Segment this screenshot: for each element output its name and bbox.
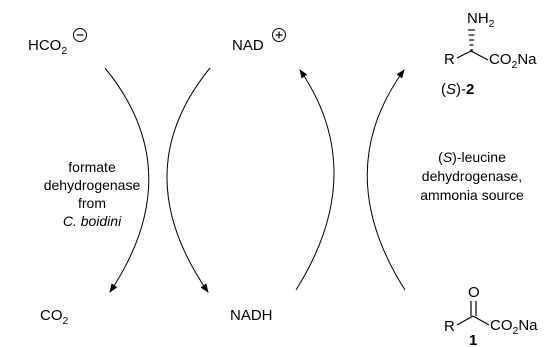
substrate-r-group: R <box>444 318 455 335</box>
nad-charge-icon <box>272 28 286 42</box>
svg-text:ammonia source: ammonia source <box>420 187 524 203</box>
right-cycle: (S)-leucine dehydrogenase, ammonia sourc… <box>295 69 524 291</box>
formate-dehydrogenase-label: formate dehydrogenase from C. boidini <box>44 159 141 229</box>
co2-label: CO2 <box>40 307 69 327</box>
formate-to-co2-arrow <box>104 67 150 293</box>
nad-label: NAD <box>232 37 264 54</box>
ketone-oxygen-label: O <box>468 284 480 301</box>
product-r-group: R <box>444 51 455 68</box>
product-structure: NH2 R CO2Na (S)-2 <box>441 10 537 98</box>
svg-text:dehydrogenase: dehydrogenase <box>44 177 141 193</box>
substrate-compound-number: 1 <box>469 332 477 347</box>
product-r-bond <box>456 50 472 59</box>
svg-text:formate: formate <box>68 159 116 175</box>
leucine-dehydrogenase-label: (S)-leucine dehydrogenase, ammonia sourc… <box>420 149 524 203</box>
product-compound-label: (S)-2 <box>441 81 474 98</box>
cofactor-labels: NAD NADH <box>230 28 286 324</box>
substrate-carboxylate-bond <box>472 315 490 326</box>
product-carboxylate-label: CO2Na <box>489 51 537 71</box>
left-cycle: HCO2 formate dehydrogenase from C. boidi… <box>28 28 211 327</box>
formate-charge-icon <box>73 28 87 42</box>
substrate-r-bond <box>456 315 474 326</box>
ketoacid-to-aminoacid-arrow <box>366 69 406 291</box>
nad-to-nadh-arrow <box>166 67 211 293</box>
nadh-to-nad-arrow <box>295 69 335 291</box>
nadh-label: NADH <box>230 307 273 324</box>
svg-text:C. boidini: C. boidini <box>63 213 122 229</box>
substrate-carboxylate-label: CO2Na <box>490 317 538 337</box>
substrate-structure: O R CO2Na 1 <box>444 284 538 347</box>
stereo-hash-bond <box>468 29 475 51</box>
formate-label: HCO2 <box>28 37 67 57</box>
product-carboxylate-bond <box>470 50 489 61</box>
svg-text:dehydrogenase,: dehydrogenase, <box>422 168 522 184</box>
amine-label: NH2 <box>467 10 495 30</box>
svg-text:(S)-leucine: (S)-leucine <box>438 149 506 165</box>
svg-text:from: from <box>78 195 106 211</box>
